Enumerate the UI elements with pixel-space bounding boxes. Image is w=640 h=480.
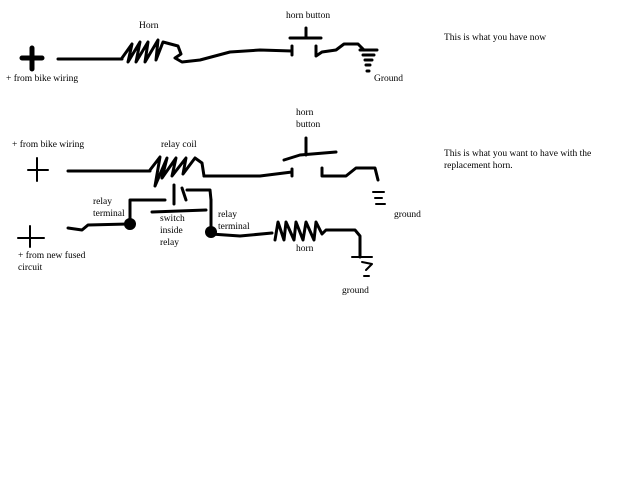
label-line: button [296,120,321,130]
relay-terminal-right [205,226,217,238]
horn-button-icon [288,26,366,58]
positive-label: + from bike wiring [6,74,79,84]
label-line: + from new fused [18,251,86,261]
relay-terminal-left-label: relay terminal [93,196,125,220]
label-line: inside [160,226,183,236]
horn-coil-icon [120,38,294,64]
label-line: relay [93,197,112,207]
ground-icon [351,256,373,277]
positive-bike-label: + from bike wiring [12,140,85,150]
positive-fused-symbol [17,225,45,248]
current-circuit [19,26,379,73]
label-line: switch [160,214,185,224]
positive-symbol [19,45,45,72]
ground-label: Ground [374,74,404,84]
label-line: terminal [93,209,125,219]
label-line: relay [218,210,237,220]
positive-fused-label: + from new fused circuit [18,250,85,274]
wire-to-relay-terminal [66,222,132,232]
relay-coil-label: relay coil [161,140,197,150]
replacement-circuit [17,136,386,277]
relay-switch-icon [128,183,213,226]
horn-button-label: horn button [286,11,331,21]
ground-button-label: ground [394,210,421,220]
ground-icon [372,191,386,205]
label-line: horn [296,108,314,118]
relay-coil-icon [148,155,206,188]
ground-icon [358,48,379,73]
current-caption: This is what you have now [444,33,547,43]
wire-to-horn-button [202,170,294,178]
relay-terminal-right-label: relay terminal [218,209,250,233]
switch-label: switch inside relay [160,213,185,249]
label-line: terminal [218,222,250,232]
label-line: relay [160,238,179,248]
replacement-caption: This is what you want to have with the r… [444,149,592,171]
positive-bike-symbol [27,157,49,182]
label-line: circuit [18,263,43,273]
wire-to-horn [209,231,274,238]
horn-button-label: horn button [296,107,320,131]
horn-coil-icon [273,220,362,259]
horn-label: horn [296,244,314,254]
ground-horn-label: ground [342,286,369,296]
horn-button-icon [282,136,380,182]
horn-label: Horn [139,21,159,31]
